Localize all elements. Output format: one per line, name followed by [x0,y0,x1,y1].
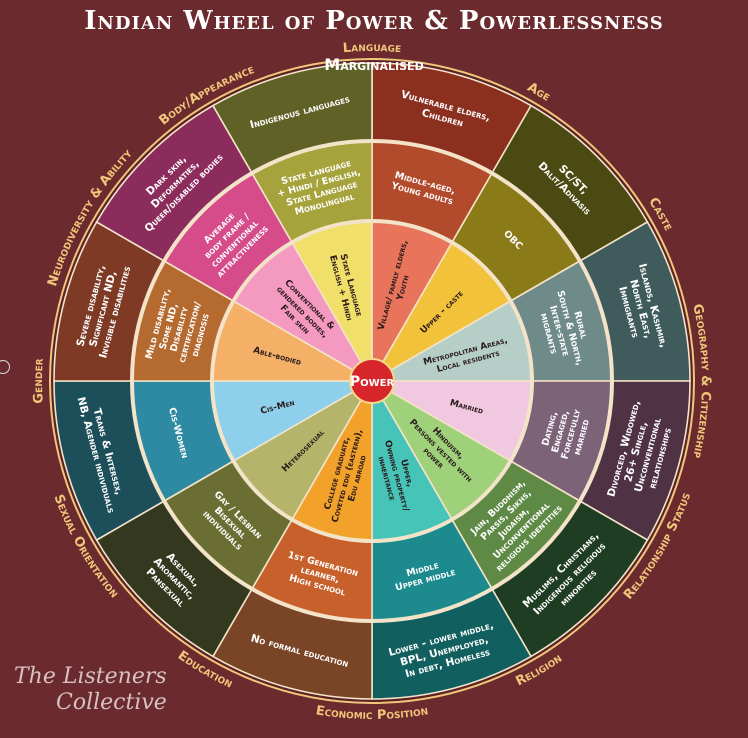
marginalised-label: Marginalised [324,55,423,74]
page-title: Indian Wheel of Power & Powerlessness [84,6,664,36]
category-label-5: Economic Position [315,703,429,723]
side-handle[interactable] [0,360,10,374]
outer-ring: Vulnerable elders,ChildrenSC/ST,Dalit/Ad… [53,62,691,700]
inner-ring-border [210,219,534,543]
center-label: Power [350,374,395,390]
category-label-11: Language [342,40,401,56]
category-label-8: Gender [31,358,47,404]
logo-line-1: The Listeners [14,664,167,689]
listeners-collective-logo: The Listeners Collective [14,664,214,716]
middle-ring-border [130,139,614,623]
logo-line-2: Collective [56,690,167,715]
center-circle [349,358,395,404]
middle-label-9: Mild disability,Some ND,Disabilitycertif… [144,287,216,372]
